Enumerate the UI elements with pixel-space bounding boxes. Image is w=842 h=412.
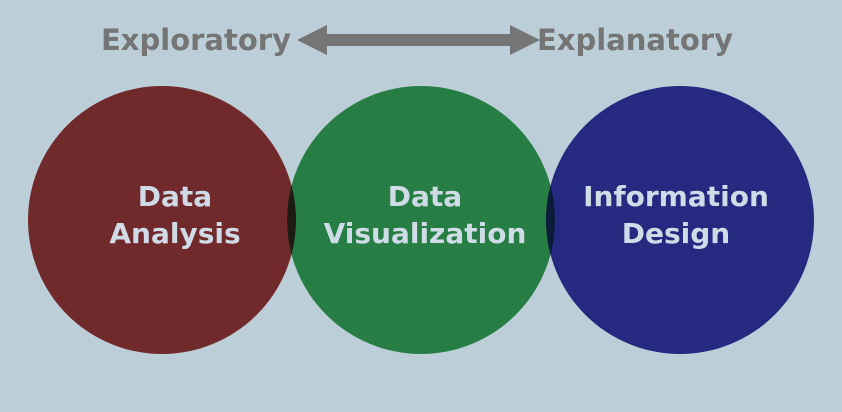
data-analysis-label-line1: Data <box>138 180 212 213</box>
data-analysis-label-line2: Analysis <box>109 217 240 250</box>
information-design-label-line2: Design <box>622 217 730 250</box>
explanatory-label: Explanatory <box>537 23 733 57</box>
data-visualization-label-line2: Visualization <box>324 217 527 250</box>
double-arrow-shape <box>297 25 540 55</box>
information-design-label-line1: Information <box>583 180 769 213</box>
data-analysis-circle <box>28 86 296 354</box>
exploratory-label: Exploratory <box>101 23 291 57</box>
double-arrow-icon <box>297 25 540 55</box>
data-visualization-circle <box>287 86 555 354</box>
data-visualization-label-line1: Data <box>388 180 462 213</box>
information-design-circle <box>546 86 814 354</box>
